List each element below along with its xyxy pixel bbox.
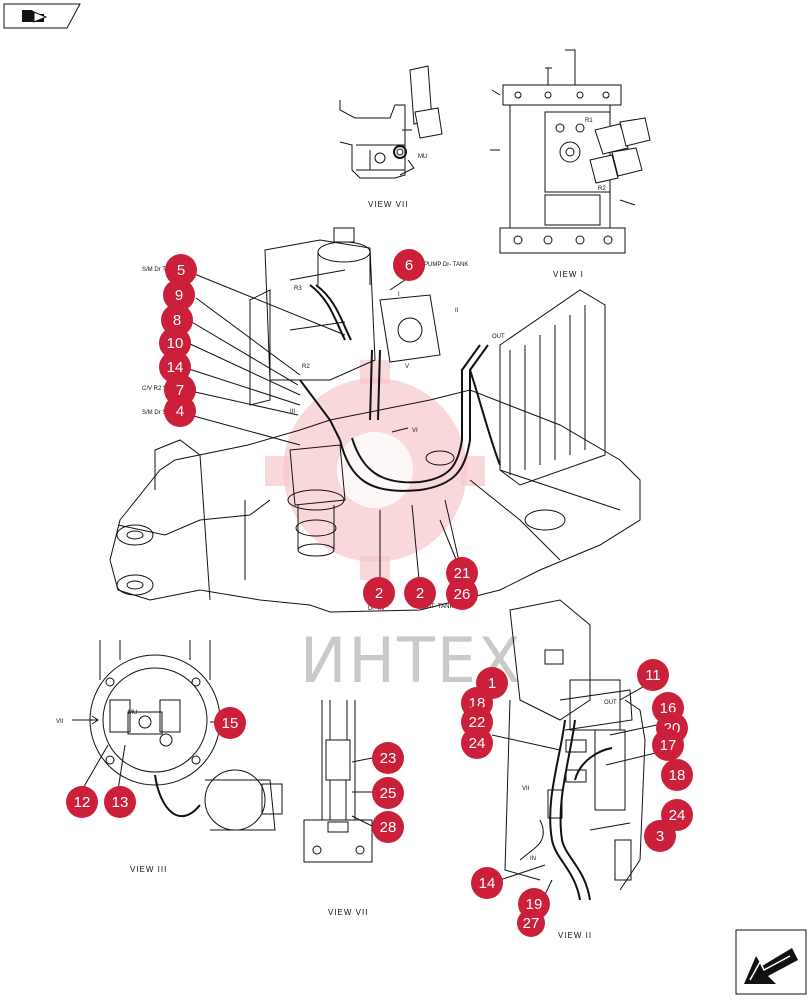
callout-12[interactable]: 12 <box>66 786 98 818</box>
svg-text:5: 5 <box>177 262 185 279</box>
svg-text:14: 14 <box>167 359 184 376</box>
view-ii-title: VIEW II <box>558 931 592 940</box>
callout-24-left[interactable]: 24 <box>461 727 493 759</box>
view-vii-top-title: VIEW VII <box>368 200 408 209</box>
callout-8[interactable]: 8 <box>161 304 193 336</box>
svg-text:2: 2 <box>375 585 383 602</box>
callout-27[interactable]: 27 <box>517 909 545 937</box>
svg-text:24: 24 <box>669 807 686 824</box>
view-i-drawing: R1 R2 VIEW I <box>490 49 651 279</box>
svg-text:21: 21 <box>454 565 471 582</box>
svg-text:19: 19 <box>526 896 543 913</box>
svg-text:10: 10 <box>167 335 184 352</box>
view-vii-top-drawing: MU VIEW VII <box>339 65 443 209</box>
r3-label: R3 <box>294 286 302 292</box>
view-ii-roman-vii: VII <box>522 786 530 792</box>
svg-text:11: 11 <box>645 667 661 684</box>
svg-text:17: 17 <box>660 737 677 754</box>
svg-text:23: 23 <box>380 750 397 767</box>
view-ii-out-label: OUT <box>604 700 617 706</box>
callout-28[interactable]: 28 <box>372 811 404 843</box>
callout-25[interactable]: 25 <box>372 777 404 809</box>
callout-15[interactable]: 15 <box>214 707 246 739</box>
out-main-label: OUT <box>492 334 505 340</box>
svg-text:25: 25 <box>380 785 397 802</box>
svg-text:7: 7 <box>176 382 184 399</box>
callout-17[interactable]: 17 <box>652 729 684 761</box>
view-iii-roman-vii: VII <box>56 719 64 725</box>
view-i-title: VIEW I <box>553 270 584 279</box>
mu-label: MU <box>418 154 427 160</box>
roman-i-label: I <box>398 292 400 298</box>
svg-text:3: 3 <box>656 828 664 845</box>
callout-18-right[interactable]: 18 <box>661 759 693 791</box>
svg-text:2: 2 <box>416 585 424 602</box>
svg-text:15: 15 <box>222 715 239 732</box>
svg-text:26: 26 <box>454 586 471 603</box>
callout-2-right[interactable]: 2 <box>404 577 436 609</box>
roman-vi-label: VI <box>412 428 418 434</box>
svg-text:4: 4 <box>176 403 184 420</box>
arrow-flag-icon[interactable] <box>3 3 81 29</box>
svg-text:13: 13 <box>112 794 129 811</box>
callout-5[interactable]: 5 <box>165 254 197 286</box>
view-ii-in-label: IN <box>530 856 536 862</box>
svg-text:28: 28 <box>380 819 397 836</box>
svg-text:9: 9 <box>175 287 183 304</box>
callout-13[interactable]: 13 <box>104 786 136 818</box>
roman-iii-label: III <box>290 409 295 415</box>
svg-text:6: 6 <box>405 257 413 274</box>
view-iii-mu-label: MU <box>128 710 137 716</box>
sm-dr-sj-e-label: S/M Dr S/J E <box>142 410 177 416</box>
svg-text:27: 27 <box>523 915 540 932</box>
gear-watermark <box>265 360 485 580</box>
roman-v-label: V <box>405 364 409 370</box>
svg-text:24: 24 <box>469 735 486 752</box>
main-frame-drawing: S/M Dr TANK PUMP Dr- TANK C/V R2 S/M MU … <box>109 227 641 613</box>
view-iii-drawing: VII MU VIEW III <box>56 640 283 874</box>
r2-label: R2 <box>598 186 606 192</box>
callout-9[interactable]: 9 <box>163 279 195 311</box>
sm-dr-tank-label: S/M Dr TANK <box>142 267 178 273</box>
callout-2-left[interactable]: 2 <box>363 577 395 609</box>
callout-26[interactable]: 26 <box>446 578 478 610</box>
r2-main-label: R2 <box>302 364 310 370</box>
dr-in-label: Dr- IN <box>368 606 384 612</box>
out-tank-label: OUT- TANK <box>422 604 453 610</box>
callouts: 5 9 8 10 14 7 4 6 2 2 21 26 15 12 13 23 … <box>66 249 693 937</box>
svg-text:8: 8 <box>173 312 181 329</box>
svg-text:1: 1 <box>488 675 496 692</box>
callout-14-view-ii[interactable]: 14 <box>471 867 503 899</box>
callout-6[interactable]: 6 <box>393 249 425 281</box>
callout-4[interactable]: 4 <box>164 395 196 427</box>
view-iii-title: VIEW III <box>130 865 167 874</box>
callout-10[interactable]: 10 <box>159 327 191 359</box>
cv-r2-sm-mu-label: C/V R2 S/M MU <box>142 386 185 392</box>
callout-11[interactable]: 11 <box>637 659 669 691</box>
pump-dr-tank-label: PUMP Dr- TANK <box>424 262 468 268</box>
view-ii-drawing: OUT IN VII VIEW II <box>491 599 681 940</box>
view-vii-bottom-drawing: VIEW VII <box>303 700 373 917</box>
callout-3[interactable]: 3 <box>644 820 676 852</box>
svg-text:14: 14 <box>479 875 496 892</box>
svg-text:22: 22 <box>469 714 486 731</box>
roman-ii-label: II <box>455 308 459 314</box>
next-page-arrow-icon[interactable] <box>735 929 807 995</box>
r1-label: R1 <box>585 118 593 124</box>
view-vii-bottom-title: VIEW VII <box>328 908 368 917</box>
svg-text:18: 18 <box>669 767 686 784</box>
callout-23[interactable]: 23 <box>372 742 404 774</box>
svg-text:12: 12 <box>74 794 91 811</box>
